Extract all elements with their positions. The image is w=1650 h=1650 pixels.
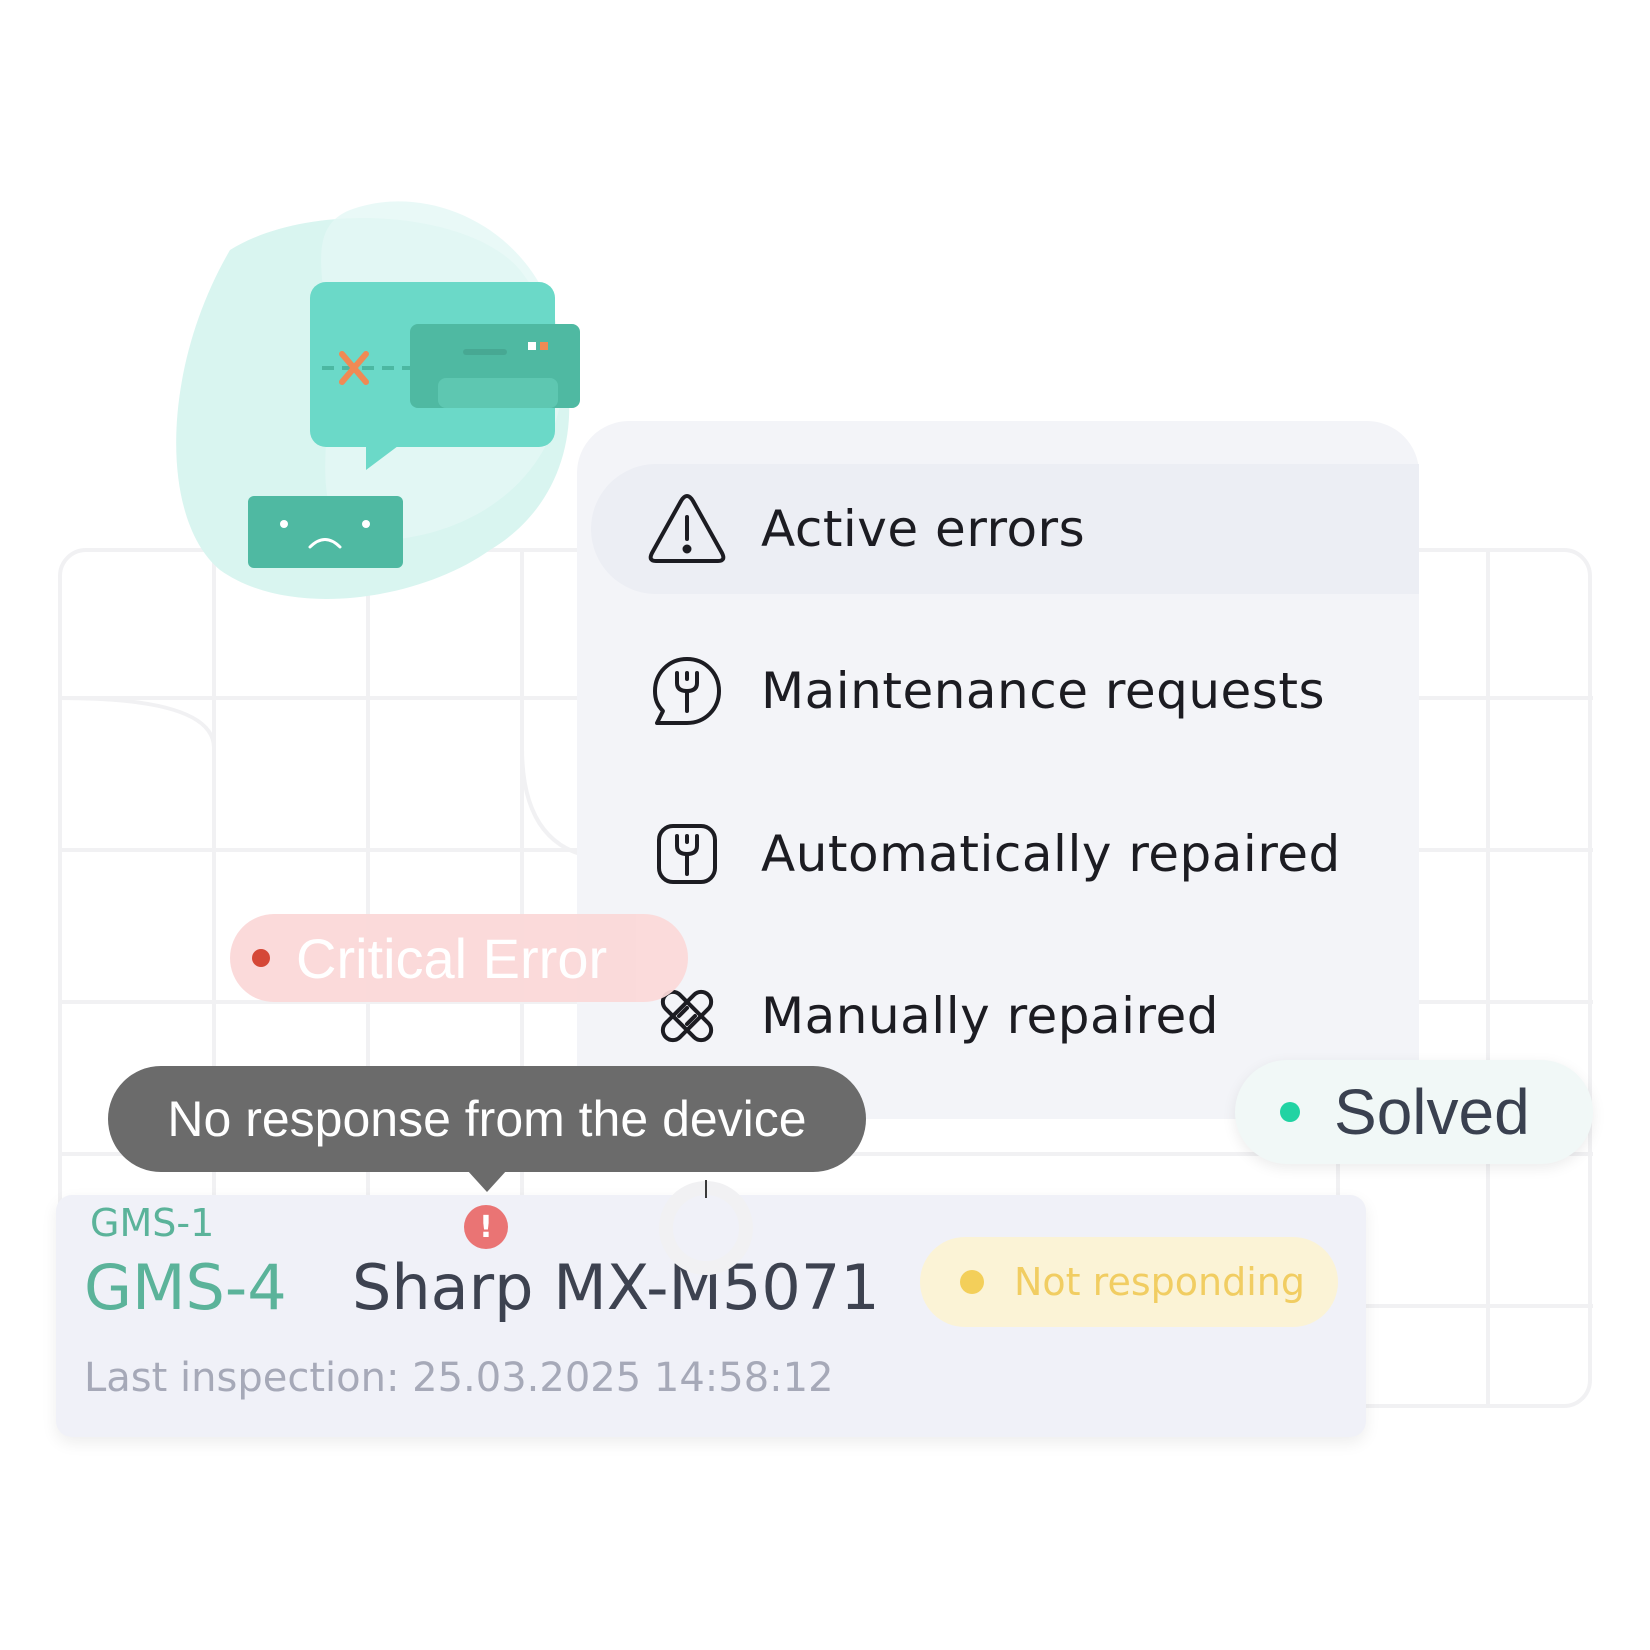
critical-error-badge: Critical Error bbox=[230, 914, 688, 1002]
solved-label: Solved bbox=[1334, 1076, 1530, 1148]
menu-item-label: Automatically repaired bbox=[761, 825, 1341, 883]
tooltip-text: No response from the device bbox=[167, 1091, 807, 1147]
critical-error-label: Critical Error bbox=[296, 926, 608, 990]
wrench-box-icon bbox=[647, 814, 727, 894]
menu-item-automatically-repaired[interactable]: Automatically repaired bbox=[577, 789, 1419, 919]
status-text: Not responding bbox=[1014, 1260, 1305, 1304]
last-inspection: Last inspection: 25.03.2025 14:58:12 bbox=[84, 1355, 834, 1401]
menu-item-active-errors[interactable]: Active errors bbox=[591, 464, 1419, 594]
device-card[interactable]: GMS-1 ! GMS-4 Sharp MX-M5071 Not respond… bbox=[56, 1195, 1366, 1437]
status-dot bbox=[252, 949, 270, 967]
bandage-icon bbox=[647, 976, 727, 1056]
device-tooltip: No response from the device bbox=[108, 1066, 866, 1172]
tooltip-tail bbox=[467, 1170, 507, 1192]
device-name: Sharp MX-M5071 bbox=[352, 1251, 880, 1324]
status-dot bbox=[1280, 1102, 1300, 1122]
device-sub-id: GMS-1 bbox=[90, 1201, 215, 1245]
warning-triangle-icon bbox=[647, 489, 727, 569]
alert-icon[interactable]: ! bbox=[464, 1205, 508, 1249]
menu-item-label: Maintenance requests bbox=[761, 662, 1326, 720]
solved-badge: Solved bbox=[1235, 1060, 1593, 1164]
status-badge: Not responding bbox=[920, 1237, 1338, 1327]
menu-item-manually-repaired[interactable]: Manually repaired bbox=[577, 951, 1419, 1081]
status-dot bbox=[960, 1270, 984, 1294]
error-category-menu: Active errors Maintenance requests Autom… bbox=[577, 421, 1419, 1119]
device-id: GMS-4 bbox=[84, 1251, 287, 1324]
menu-item-label: Manually repaired bbox=[761, 987, 1220, 1045]
loading-spinner-icon bbox=[659, 1180, 753, 1275]
menu-item-label: Active errors bbox=[761, 500, 1086, 558]
menu-item-maintenance-requests[interactable]: Maintenance requests bbox=[577, 626, 1419, 756]
device-error-illustration bbox=[176, 201, 580, 599]
wrench-chat-icon bbox=[647, 651, 727, 731]
